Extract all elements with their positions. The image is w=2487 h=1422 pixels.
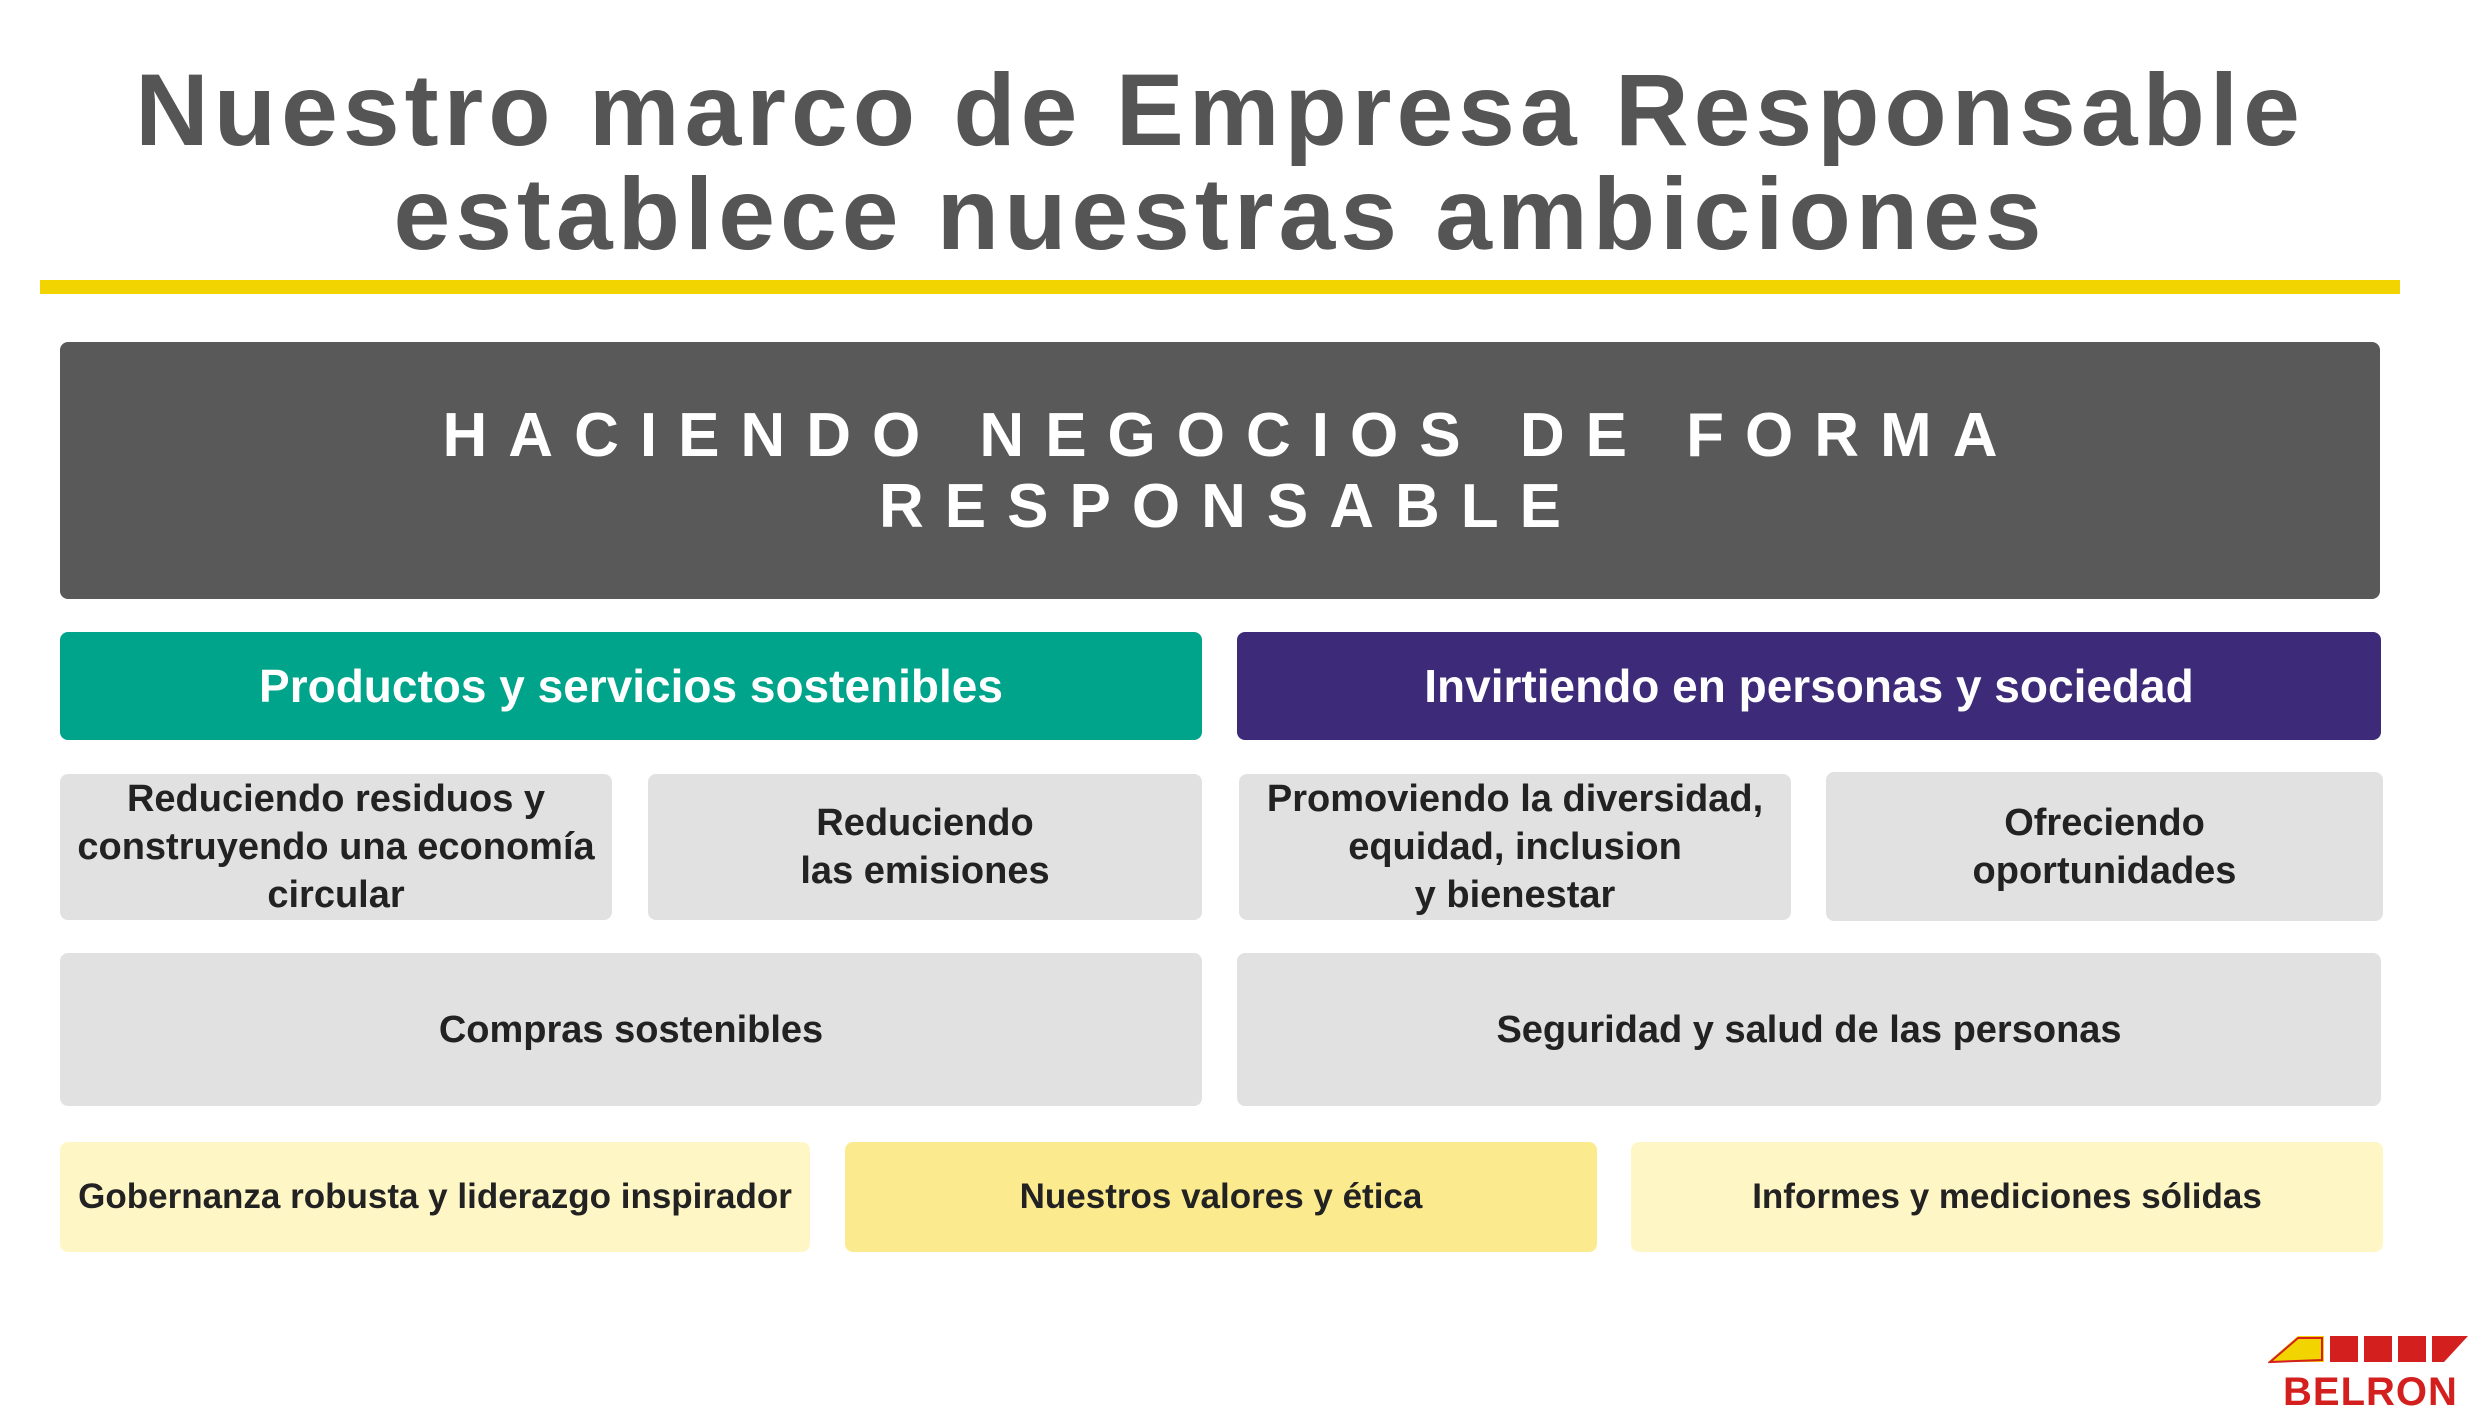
item-line: las emisiones xyxy=(800,850,1050,892)
item-line: Promoviendo la diversidad, xyxy=(1266,778,1764,820)
item-line: y bienestar xyxy=(1414,874,1616,916)
belron-logo: BELRON xyxy=(2267,1330,2478,1414)
framework-banner: HACIENDO NEGOCIOS DE FORMA RESPONSABLE xyxy=(60,342,2380,599)
item-line: construyendo una economía xyxy=(77,826,595,868)
logo-wordmark: BELRON xyxy=(2283,1370,2458,1414)
item-diversity: Promoviendo la diversidad, equidad, incl… xyxy=(1239,774,1791,920)
item-line: circular xyxy=(267,874,405,916)
foundation-governance: Gobernanza robusta y liderazgo inspirado… xyxy=(60,1142,810,1252)
title-line-1: Nuestro marco de Empresa Responsable xyxy=(135,53,2305,167)
title-underline xyxy=(40,280,2400,294)
logo-stripes-icon xyxy=(2267,1336,2468,1364)
item-line: Ofreciendo xyxy=(2004,801,2205,844)
foundation-reporting: Informes y mediciones sólidas xyxy=(1631,1142,2383,1252)
item-line: oportunidades xyxy=(1972,849,2237,892)
pillar-sustainable-products: Productos y servicios sostenibles xyxy=(60,632,1202,740)
item-line: Reduciendo residuos y xyxy=(126,778,546,820)
item-reducing-waste: Reduciendo residuos y construyendo una e… xyxy=(60,774,612,920)
item-line: equidad, inclusion xyxy=(1348,826,1682,868)
pillar-people-society: Invirtiendo en personas y sociedad xyxy=(1237,632,2381,740)
item-health-safety: Seguridad y salud de las personas xyxy=(1237,953,2381,1106)
item-line: Reduciendo xyxy=(816,802,1034,844)
item-sustainable-purchasing: Compras sostenibles xyxy=(60,953,1202,1106)
title-line-2: establece nuestras ambiciones xyxy=(393,157,2047,271)
page-title: Nuestro marco de Empresa Responsable est… xyxy=(0,58,2440,266)
item-reducing-emissions: Reduciendo las emisiones xyxy=(648,774,1202,920)
foundation-values-ethics: Nuestros valores y ética xyxy=(845,1142,1597,1252)
item-opportunities: Ofreciendo oportunidades xyxy=(1826,772,2383,921)
